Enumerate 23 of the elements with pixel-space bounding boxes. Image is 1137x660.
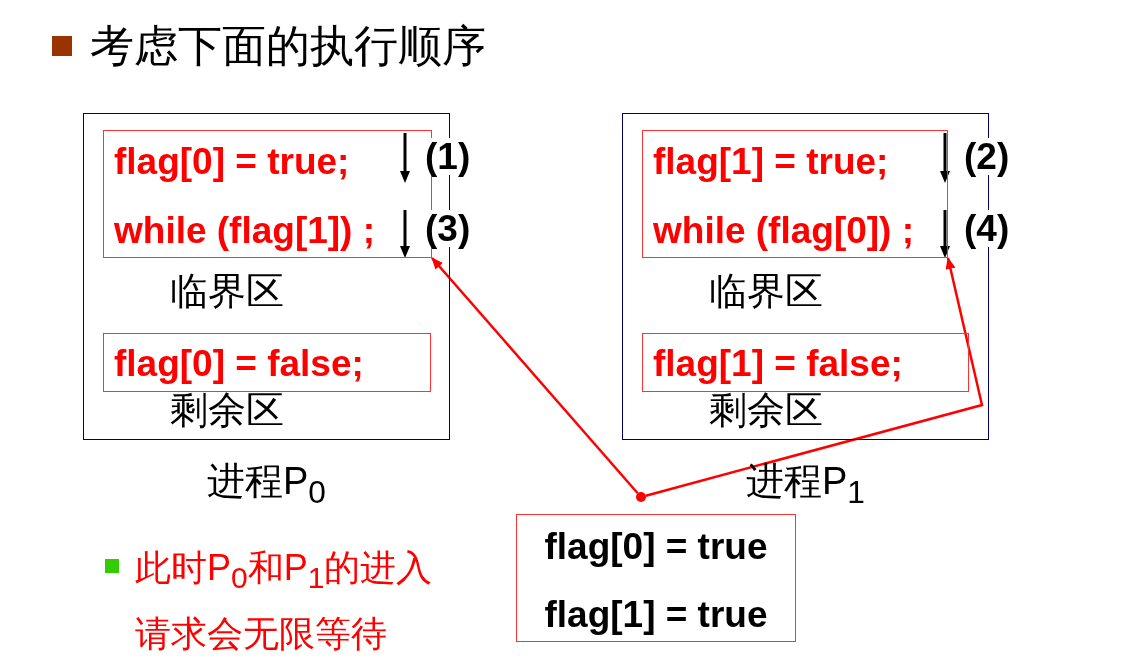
code-box [642, 130, 948, 258]
code-line: flag[0] = true; [114, 143, 350, 180]
arrow [645, 257, 984, 497]
code-box [642, 333, 969, 392]
region-label: 临界区 [170, 272, 284, 310]
junction-dot [636, 492, 646, 502]
arrow [431, 257, 639, 495]
region-label: 临界区 [709, 272, 823, 310]
process-label: 进程P$_{1}$ [746, 462, 865, 509]
code-line: while (flag[1]) ; [114, 212, 376, 249]
region-label: 剩余区 [709, 391, 823, 429]
code-line: flag[1] = false; [653, 344, 903, 382]
note-text: 此时P$_{0}$和P$_{1}$的进入请求会无限等待 [135, 546, 434, 657]
process-label: 进程P$_{0}$ [207, 462, 326, 509]
code-line: flag[1] = true; [653, 143, 889, 180]
code-box [516, 514, 796, 642]
region-label: 剩余区 [170, 391, 284, 429]
code-box [103, 333, 431, 392]
title: 考虑下面的执行顺序 [90, 24, 486, 68]
code-line: flag[0] = false; [114, 344, 364, 382]
code-line: flag[1] = true [543, 596, 769, 633]
code-line: while (flag[0]) ; [653, 212, 915, 249]
code-line: flag[0] = true [543, 528, 769, 565]
